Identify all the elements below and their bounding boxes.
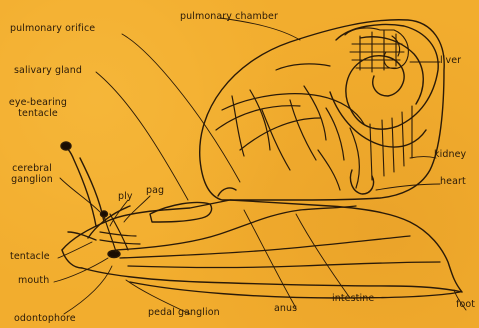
label-liver: liver	[440, 56, 461, 66]
head-outline	[62, 250, 82, 268]
label-mouth: mouth	[18, 276, 49, 286]
mouth-odontophore	[108, 251, 120, 258]
liver-mass	[345, 28, 408, 72]
label-tentacle-line2: tentacle	[6, 109, 70, 120]
label-tentacle: tentacle	[10, 252, 50, 262]
body-outline	[62, 200, 462, 292]
label-pulmonary-chamber: pulmonary chamber	[180, 12, 278, 22]
label-odontophore: odontophore	[14, 314, 76, 324]
label-pedal-ganglion: pedal ganglion	[148, 308, 220, 318]
label-eye-bearing-tentacle: eye-bearing tentacle	[6, 98, 70, 120]
label-pag: pag	[146, 186, 164, 196]
label-salivary-gland: salivary gland	[14, 66, 82, 76]
label-ply: ply	[118, 192, 133, 202]
label-kidney: kidney	[434, 150, 466, 160]
pulmonary-orifice-shape	[218, 188, 236, 196]
label-heart: heart	[440, 177, 466, 187]
eye-dot	[61, 142, 71, 150]
pulmonary-vessels	[216, 64, 364, 190]
shell-whorl-2	[360, 37, 423, 104]
label-pulmonary-orifice: pulmonary orifice	[10, 24, 95, 34]
label-cerebral-ganglion: cerebral ganglion	[4, 164, 60, 186]
label-ganglion: ganglion	[4, 175, 60, 186]
label-foot: foot	[456, 300, 475, 310]
label-intestine: intestine	[332, 294, 374, 304]
eye-tentacle	[62, 146, 96, 226]
label-anus: anus	[274, 304, 297, 314]
heart-outline	[350, 170, 373, 194]
